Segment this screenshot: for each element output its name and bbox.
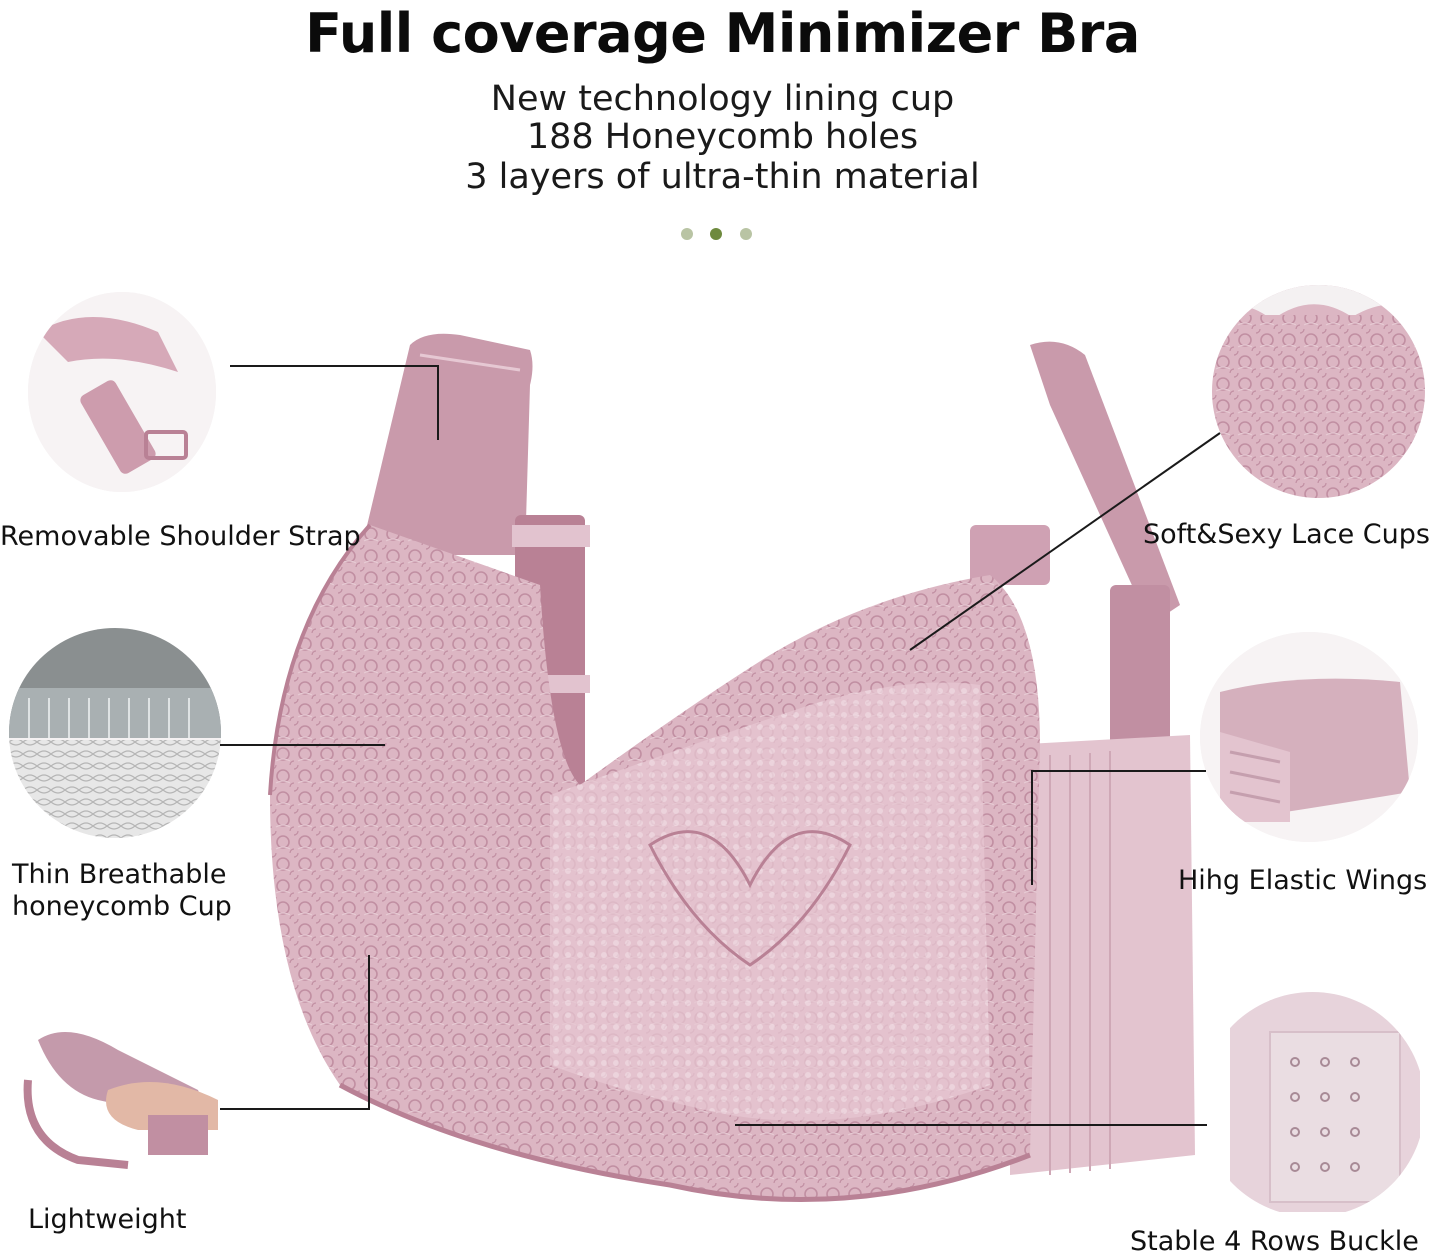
feature-image-wings [1200,632,1418,842]
leader-line-strap [230,365,438,367]
honeycomb-detail-icon [9,628,221,838]
leader-line-lace [909,432,1221,651]
leader-line-wings-drop [1031,770,1033,885]
feature-image-honeycomb [9,628,221,838]
label-honeycomb-cup: honeycomb Cup [12,891,232,922]
leader-line-strap-drop [437,365,439,440]
label-thin-breathable: Thin Breathable [12,859,227,890]
leader-line-honeycomb [220,744,385,746]
feature-image-buckle [1200,992,1425,1217]
carousel-dot-2[interactable] [710,228,722,240]
label-elastic-wings: Hihg Elastic Wings [1178,865,1428,896]
feature-image-lace [1212,285,1425,498]
product-image [268,333,1195,1203]
label-removable-shoulder-strap: Removable Shoulder Strap [0,521,361,552]
hand-holding-icon [23,1032,218,1169]
subtitle-line-2: 188 Honeycomb holes [526,117,919,157]
carousel-dots [681,228,761,240]
label-buckle: Stable 4 Rows Buckle [1130,1226,1419,1257]
wings-detail-icon [1200,632,1418,842]
leader-line-buckle [735,1124,1207,1126]
subtitle-line-1: New technology lining cup [490,79,955,119]
lace-detail-icon [1212,285,1425,498]
feature-image-lightweight [18,1020,223,1170]
leader-line-lightweight [220,1108,370,1110]
carousel-dot-3[interactable] [740,228,752,240]
leader-line-wings [1031,770,1206,772]
buckle-detail-icon [1230,992,1420,1212]
leader-line-lightweight-rise [368,955,370,1110]
label-lace-cups: Soft&Sexy Lace Cups [1143,519,1430,550]
feature-image-strap [28,292,216,492]
strap-detail-icon [28,292,216,492]
subtitle-line-3: 3 layers of ultra-thin material [465,157,980,197]
page-title: Full coverage Minimizer Bra [305,2,1140,65]
label-lightweight: Lightweight [28,1204,187,1235]
carousel-dot-1[interactable] [681,228,693,240]
